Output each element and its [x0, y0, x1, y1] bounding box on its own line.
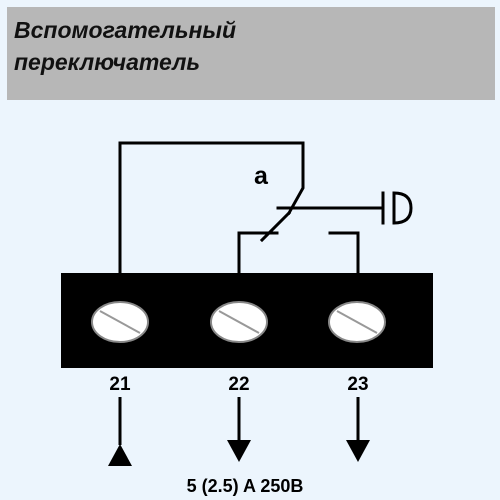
arrow-down-22 [227, 397, 251, 462]
terminal-label-22: 22 [228, 374, 250, 395]
wire-terminal-23 [328, 231, 360, 277]
terminal-label-23: 23 [347, 374, 369, 395]
screw-23 [328, 301, 386, 343]
arrow-up-21 [108, 397, 132, 466]
contact-label-a: a [254, 162, 268, 190]
title-line-1: Вспомогательный [14, 17, 237, 43]
terminal-label-21: 21 [109, 374, 131, 395]
header-banner [7, 7, 495, 100]
rating-label: 5 (2.5) A 250B [186, 476, 304, 496]
wire-common [118, 141, 305, 277]
arrow-down-23 [346, 397, 370, 462]
page-title: Вспомогательный переключатель [14, 14, 236, 78]
pushbutton-head [392, 191, 413, 225]
title-line-2: переключатель [14, 49, 201, 75]
screw-22 [210, 301, 268, 343]
screw-21 [91, 301, 149, 343]
wire-terminal-22 [237, 231, 279, 277]
contact-lever [259, 210, 292, 243]
